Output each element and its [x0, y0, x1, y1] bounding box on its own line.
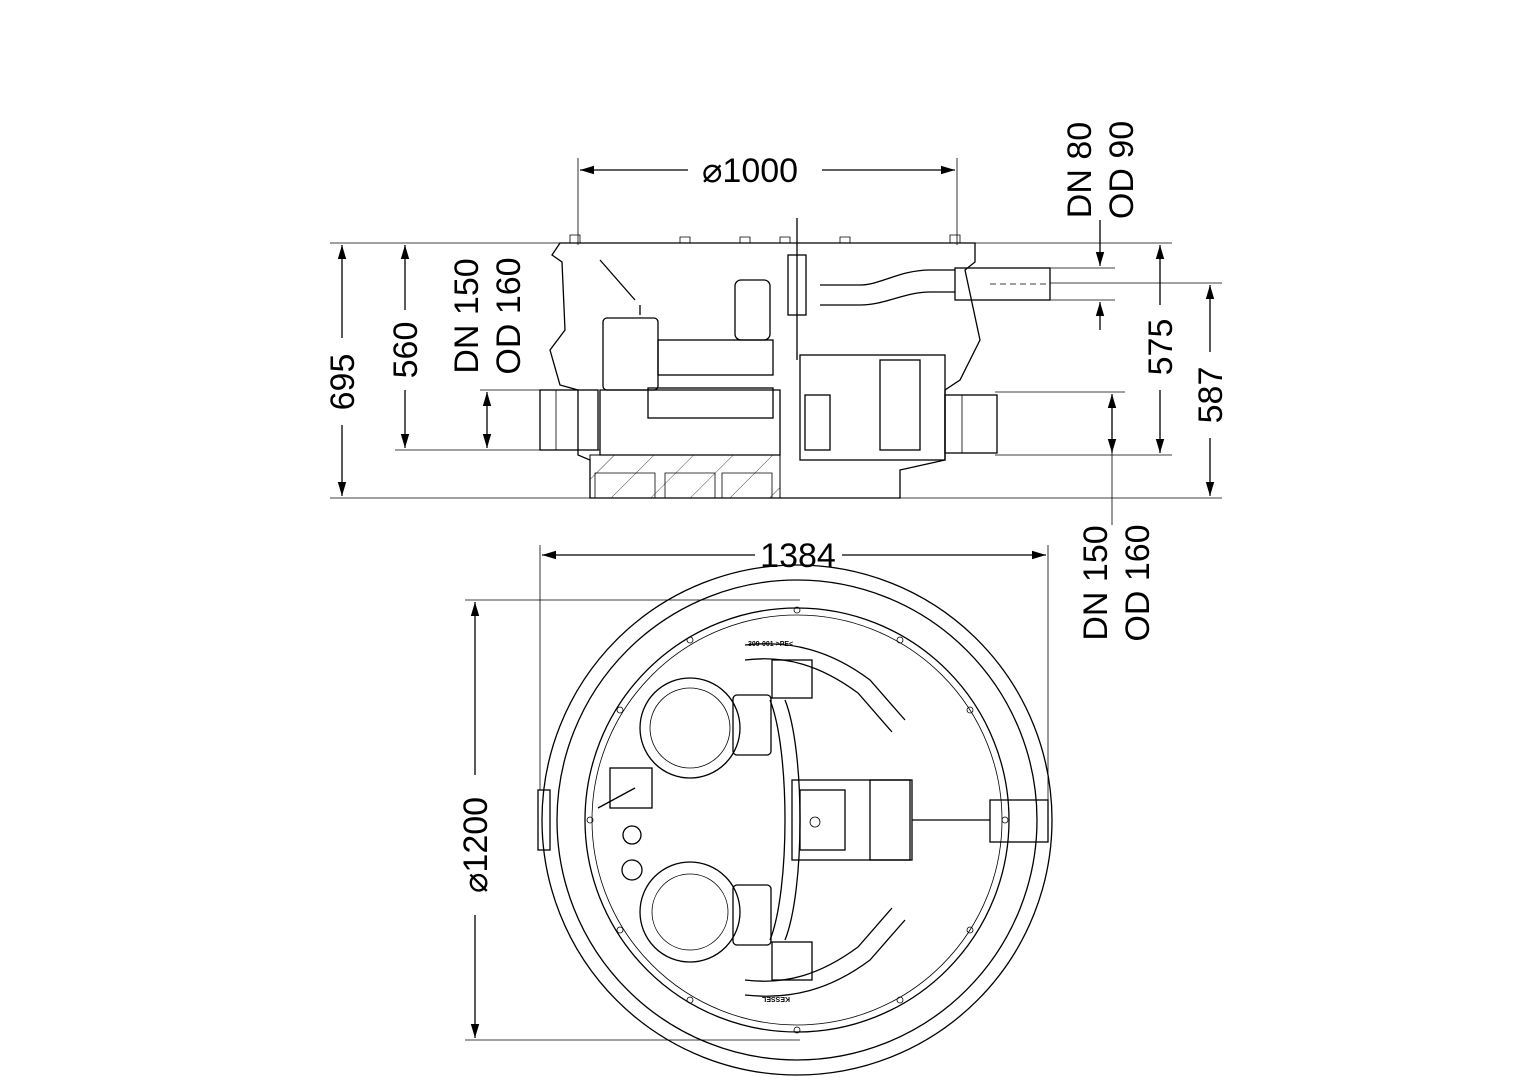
dimension-label: DN 150 — [1077, 525, 1115, 640]
part-label: 309-001 >PE< — [748, 641, 793, 648]
dimension-diameter-1000: ⌀1000 — [580, 152, 955, 190]
dimension-inlet-right: DN 150 OD 160 — [1077, 394, 1157, 642]
dimension-label: OD 160 — [1119, 524, 1157, 641]
dimension-label: 1384 — [760, 537, 836, 575]
dimension-outlet-top: DN 80 OD 90 — [1061, 121, 1141, 330]
dimension-560: 560 — [387, 245, 425, 448]
dimension-label: 575 — [1142, 319, 1180, 376]
dimension-1384: 1384 — [542, 537, 1046, 575]
dimension-587: 587 — [1192, 285, 1230, 496]
dimension-695: 695 — [324, 245, 362, 496]
brand-label: KESSEL — [761, 995, 790, 1002]
dimension-label: 695 — [324, 354, 362, 411]
top-view: 309-001 >PE< KESSEL — [465, 545, 1053, 1076]
dimension-label: OD 160 — [490, 257, 528, 374]
side-view — [330, 158, 1222, 499]
dimension-575: 575 — [1142, 245, 1180, 453]
dimension-inlet-left: DN 150 OD 160 — [448, 257, 528, 448]
dimension-label: 587 — [1192, 367, 1230, 424]
dimension-label: DN 80 — [1061, 122, 1099, 218]
dimension-label: 560 — [387, 322, 425, 379]
dimension-label: ⌀1200 — [457, 797, 495, 893]
dimension-label: ⌀1000 — [702, 152, 798, 190]
dimension-label: OD 90 — [1103, 121, 1141, 219]
dimension-label: DN 150 — [448, 258, 486, 373]
dimension-diameter-1200: ⌀1200 — [457, 602, 495, 1038]
